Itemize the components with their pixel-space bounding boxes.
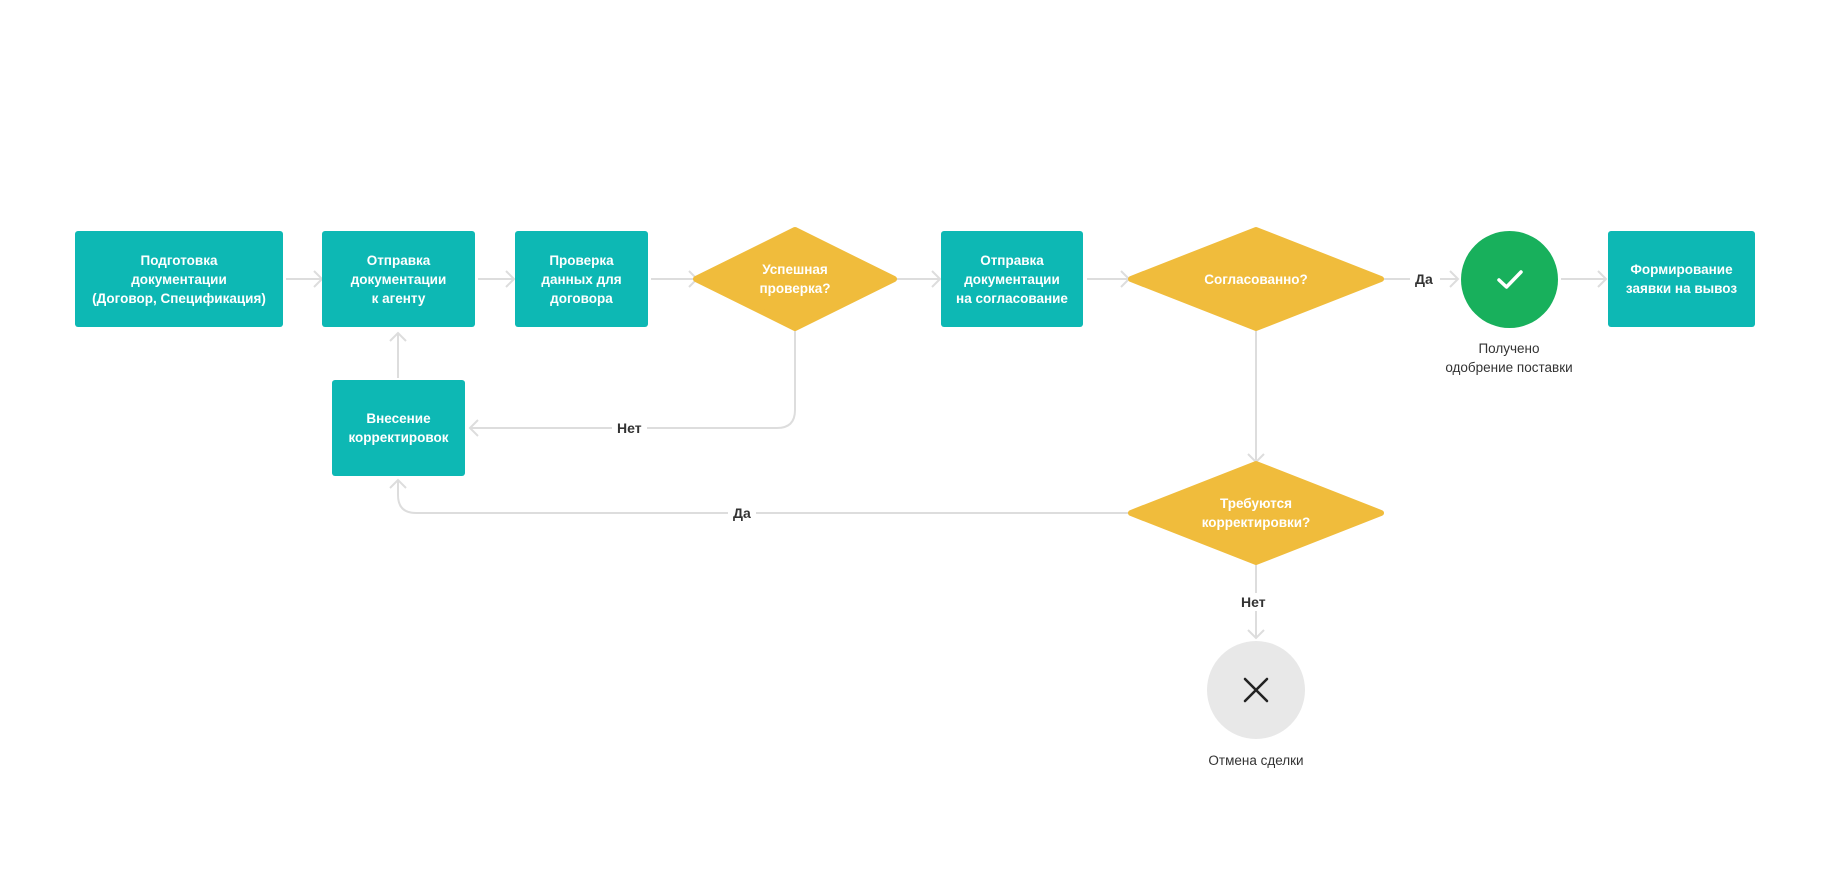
node-check-data-line3: договора (550, 290, 613, 306)
success-caption-line2: одобрение поставки (1445, 360, 1573, 375)
node-export-request: Формирование заявки на вывоз (1608, 231, 1755, 327)
node-send-approval: Отправка документации на согласование (941, 231, 1083, 327)
decision-check-success-line2: проверка? (759, 281, 831, 296)
decision-approved-line1: Согласованно? (1204, 271, 1308, 287)
cancel-node (1207, 641, 1305, 739)
edge-label-need-yes: Да (728, 504, 756, 522)
edge-need-yes (397, 480, 1130, 514)
node-send-approval-line3: на согласование (956, 290, 1068, 306)
node-send-agent-line2: документации (350, 271, 447, 287)
edge-label-need-no: Нет (1236, 593, 1271, 611)
edge-label-agreed-yes: Да (1410, 270, 1438, 288)
node-export-request-line1: Формирование (1630, 262, 1733, 277)
node-send-agent: Отправка документации к агенту (322, 231, 475, 327)
node-export-request-line2: заявки на вывоз (1625, 281, 1738, 296)
decision-approved (1128, 227, 1384, 331)
edge-check-no (470, 328, 796, 429)
node-send-agent-line1: Отправка (366, 252, 431, 268)
node-prep-docs: Подготовка документации (Договор, Специф… (75, 231, 283, 327)
node-check-data-line1: Проверка (549, 252, 614, 268)
node-check-data: Проверка данных для договора (515, 231, 648, 327)
decision-check-success (693, 227, 897, 331)
checkmark-icon (1496, 269, 1523, 289)
node-corrections: Внесение корректировок (332, 380, 465, 476)
success-caption-line1: Получено (1478, 341, 1540, 356)
node-prep-docs-line1: Подготовка (140, 252, 218, 268)
node-send-agent-line3: к агенту (371, 290, 426, 306)
success-node (1461, 231, 1558, 328)
decision-check-success-label: Успешная проверка? (715, 250, 875, 308)
decision-need-corrections-line2: корректировки? (1201, 515, 1311, 530)
decision-need-corrections-label: Требуются корректировки? (1156, 484, 1356, 542)
cancel-caption-line1: Отмена сделки (1208, 753, 1304, 768)
node-corrections-line2: корректировок (348, 430, 449, 445)
decision-need-corrections-line1: Требуются (1220, 496, 1292, 511)
close-icon (1243, 677, 1269, 703)
decision-approved-label: Согласованно? (1156, 260, 1356, 298)
decision-check-success-line1: Успешная (762, 262, 828, 277)
node-prep-docs-line2: документации (131, 271, 227, 287)
node-send-approval-line1: Отправка (980, 252, 1044, 268)
decision-need-corrections (1128, 461, 1384, 565)
node-corrections-line1: Внесение (366, 411, 431, 426)
node-send-approval-line2: документации (964, 271, 1060, 287)
node-prep-docs-line3: (Договор, Спецификация) (92, 290, 266, 306)
cancel-caption: Отмена сделки (1146, 751, 1366, 770)
node-check-data-line2: данных для (541, 271, 622, 287)
success-caption: Получено одобрение поставки (1396, 339, 1622, 377)
edge-label-check-no: Нет (612, 419, 647, 437)
